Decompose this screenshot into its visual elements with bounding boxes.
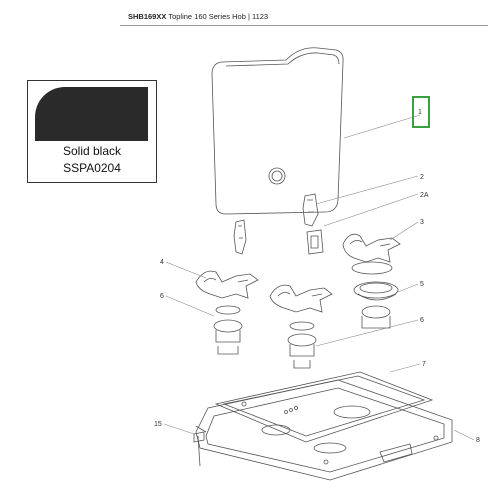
- swatch-color-name: Solid black: [62, 144, 122, 158]
- part-hinge-bracket: [306, 229, 324, 255]
- model-description: Topline 160 Series Hob | 1123: [168, 12, 269, 21]
- callout-1: 1: [418, 109, 422, 116]
- callout-6-left: 6: [160, 293, 164, 300]
- callout-3: 3: [420, 219, 424, 226]
- part-hinge-left: [233, 219, 247, 255]
- part-glass-lid: [211, 47, 344, 215]
- leader-lines: [163, 114, 475, 441]
- part-burner-stack-left: [213, 305, 243, 355]
- color-swatch-panel: Solid black SSPA0204: [27, 80, 157, 183]
- document-header: SHB169XX Topline 160 Series Hob | 1123: [128, 12, 268, 21]
- callout-2: 2: [420, 174, 424, 181]
- callout-4: 4: [160, 259, 164, 266]
- callout-6-right: 6: [420, 317, 424, 324]
- part-trim-frame: [195, 379, 453, 481]
- callout-2a: 2A: [420, 192, 429, 199]
- swatch-part-code: SSPA0204: [63, 161, 121, 175]
- callout-7: 7: [422, 361, 426, 368]
- callout-15: 15: [154, 421, 162, 428]
- part-pan-support-left: [195, 270, 259, 299]
- callout-5: 5: [420, 281, 424, 288]
- part-hob-top: [214, 371, 434, 454]
- part-burner-stack-middle: [287, 321, 317, 369]
- header-rule: [120, 25, 488, 26]
- callout-8: 8: [476, 437, 480, 444]
- callout-labels: 1 2 2A 3 4 5 6 6 7 8 15: [154, 109, 480, 444]
- part-pan-support-right: [342, 233, 401, 275]
- color-swatch: [35, 87, 148, 141]
- part-burner-stack-right: [353, 281, 399, 329]
- part-hinge-right: [302, 193, 319, 227]
- callout-1-highlight: [412, 96, 430, 128]
- part-screw: [193, 425, 207, 467]
- model-code: SHB169XX: [128, 12, 167, 21]
- part-pan-support-middle: [269, 284, 333, 313]
